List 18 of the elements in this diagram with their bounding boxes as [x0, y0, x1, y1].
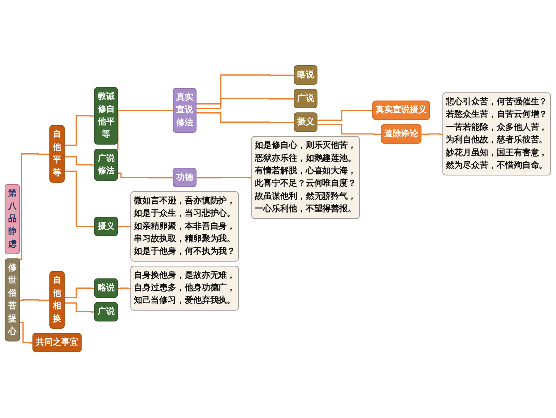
connector [16, 154, 50, 260]
connector [64, 302, 96, 313]
connector [422, 134, 444, 136]
connector [64, 115, 96, 146]
connector [118, 172, 174, 179]
connector [196, 177, 252, 179]
connector [64, 288, 96, 298]
connector [20, 322, 34, 344]
connector [64, 170, 96, 228]
connector [20, 300, 50, 302]
connector [118, 226, 132, 228]
connector [118, 288, 132, 290]
connector [64, 156, 96, 166]
connector [196, 98, 295, 110]
connector [196, 112, 295, 124]
connector [196, 74, 295, 105]
connector [318, 124, 382, 136]
connector [318, 110, 374, 122]
